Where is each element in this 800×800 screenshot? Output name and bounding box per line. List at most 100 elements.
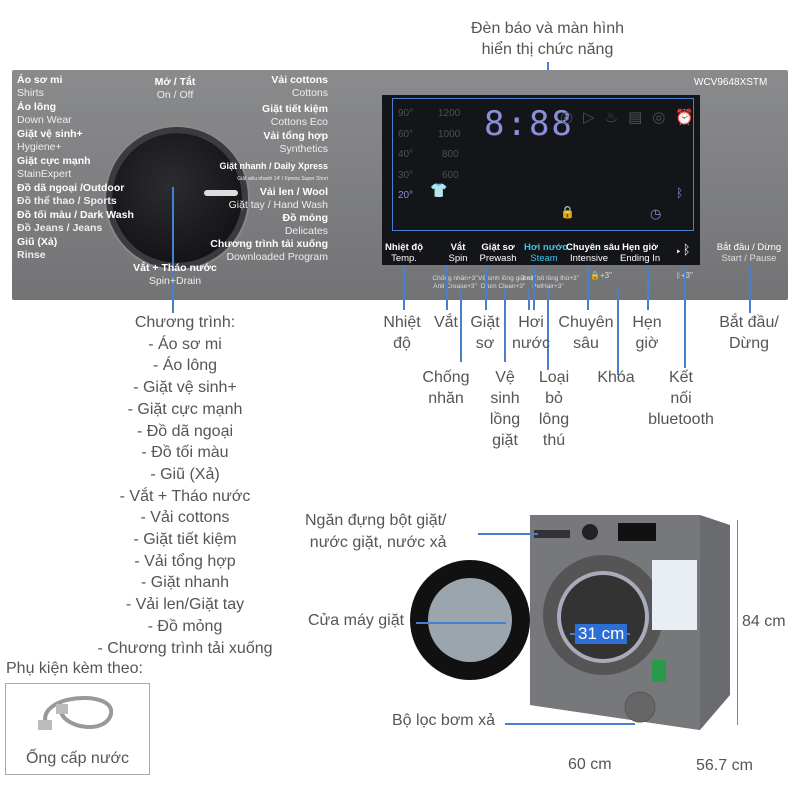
program-label-left: Giặt vệ sinh+Hygiene+ <box>17 128 83 153</box>
display-highlight-frame <box>392 98 694 231</box>
drum-clean-label: Vệ sinh lồng giặt+3"Drum Clean+3" <box>478 275 536 290</box>
water-hose-icon <box>38 696 114 730</box>
callout-line <box>403 265 405 310</box>
program-list-item: - Giũ (Xả) <box>150 465 220 483</box>
program-list-item: - Vải cottons <box>140 509 230 527</box>
depth-label: 56.7 cm <box>696 757 753 774</box>
callout-line <box>505 723 635 725</box>
callout-line <box>504 290 506 362</box>
program-dial[interactable] <box>112 133 242 263</box>
callout-line <box>647 265 649 310</box>
display-callout-title: Đèn báo và màn hình hiển thị chức năng <box>440 18 655 60</box>
program-list-item: - Áo lông <box>152 357 218 375</box>
program-list-item: - Đồ dã ngoại <box>136 422 234 440</box>
shirt-icon: 👕 <box>430 182 448 198</box>
temperature-indicator: 90° <box>398 108 414 119</box>
callout-line <box>172 187 174 313</box>
callout-line <box>478 533 538 535</box>
program-list-item: - Vải tổng hợp <box>134 552 236 570</box>
program-list-item: - Đồ tối màu <box>141 444 229 462</box>
callout-line <box>547 290 549 370</box>
program-list-item: - Đồ mỏng <box>147 617 223 635</box>
temperature-indicator: 30° <box>398 169 414 181</box>
lock-icon: 🔒 <box>560 205 575 219</box>
callout-line <box>684 265 686 368</box>
pet-hair-label: Loại bỏ lông thú+3"PetHair+3" <box>523 275 579 290</box>
callout-spin: Vắt <box>433 314 458 331</box>
spin-speed-indicator: 800 <box>442 149 459 160</box>
bluetooth-icon: ᛒ <box>676 186 684 200</box>
program-list-item: - Giặt cực mạnh <box>127 400 243 418</box>
time-display: 8:88 <box>484 104 574 144</box>
title-line2: hiển thị chức năng <box>481 41 614 58</box>
detergent-drawer-label: Ngăn đựng bột giặt/ nước giặt, nước xả <box>305 512 447 551</box>
width-label: 60 cm <box>568 756 612 773</box>
spin-speed-indicator: 1000 <box>438 128 461 140</box>
callout-line <box>416 622 506 624</box>
spin-speed-indicator: 1200 <box>438 108 461 119</box>
callout-intensive: Chuyên sâu <box>558 314 614 352</box>
callout-ending: Hẹn giờ <box>632 314 662 352</box>
callout-temp: Nhiệt độ <box>383 314 421 352</box>
callout-steam: Hơi nước <box>511 314 551 352</box>
door-label: Cửa máy giặt <box>308 612 405 629</box>
callout-line <box>617 290 619 375</box>
temperature-indicator: 60° <box>398 128 414 140</box>
anti-crease-label: Chống nhăn+3"Anti Crease+3" <box>432 275 478 290</box>
program-list: Chương trình: - Áo sơ mi - Áo lông - Giặt … <box>60 312 310 659</box>
spin-speed-indicator: 600 <box>442 169 459 181</box>
status-icons: ◎▷♨▤◎⏰ <box>560 109 705 126</box>
callout-line <box>533 265 535 310</box>
program-list-item: - Giặt nhanh <box>140 574 230 592</box>
accessory-title: Phụ kiện kèm theo: <box>6 660 143 677</box>
callout-lock: Khóa <box>597 369 635 386</box>
callout-bluetooth: Kết nối bluetooth <box>648 369 714 428</box>
timer-icon: ◷ <box>650 206 662 221</box>
program-list-item: - Áo sơ mi <box>148 335 222 353</box>
bluetooth-button[interactable]: ▸ᛒ <box>675 242 691 257</box>
temperature-indicator: 20° <box>398 190 414 201</box>
height-label: 84 cm <box>742 613 786 630</box>
drain-filter-label: Bộ lọc bơm xả <box>392 712 495 729</box>
program-list-item: - Chương trình tải xuống <box>97 639 273 657</box>
callout-line <box>528 290 530 310</box>
accessory-item: Ống cấp nước <box>25 750 130 767</box>
program-list-title: Chương trình: <box>134 314 236 331</box>
callout-line <box>460 290 462 362</box>
accessory-box: Ống cấp nước <box>5 683 150 775</box>
callout-drumclean: Vệ sinh lồng giặt <box>489 369 521 449</box>
display-screen <box>382 95 700 265</box>
callout-line <box>485 265 487 310</box>
program-list-item: - Vải len/Giặt tay <box>125 596 245 614</box>
model-number: WCV9648XSTM <box>694 77 768 88</box>
callout-line <box>587 265 589 310</box>
callout-line <box>446 265 448 310</box>
callout-prewash: Giặt sơ <box>470 314 500 352</box>
height-arrow <box>737 520 738 725</box>
program-list-item: - Vắt + Tháo nước <box>119 487 251 505</box>
lock-plus-3-label: 🔒+3" <box>590 271 612 280</box>
door-diameter-label: 31 cm <box>575 624 628 644</box>
dial-indicator <box>204 190 238 196</box>
callout-pethair: Loại bỏ lông thú <box>538 369 570 449</box>
